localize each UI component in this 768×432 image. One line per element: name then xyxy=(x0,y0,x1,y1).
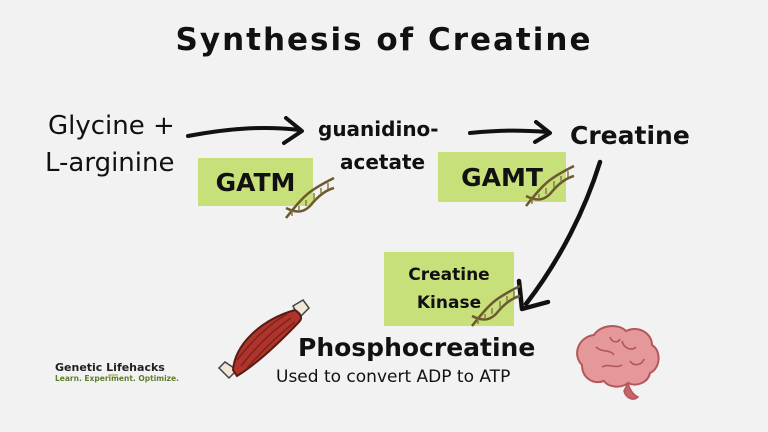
dna-icon xyxy=(524,164,576,208)
final-product-description: Used to convert ADP to ATP xyxy=(276,367,511,387)
dna-icon xyxy=(284,176,336,220)
product-creatine: Creatine xyxy=(570,121,690,150)
enzyme-gatm-label: GATM xyxy=(215,167,296,197)
brand-tagline: Learn. Experiment. Optimize. xyxy=(55,374,179,383)
enzyme-ck-line2: Kinase xyxy=(416,293,482,313)
arrow-creatine-kinase xyxy=(523,159,603,307)
substrate-l-arginine: L-arginine xyxy=(45,148,175,178)
arrowhead-creatine-kinase xyxy=(516,278,551,312)
dna-icon xyxy=(470,284,522,328)
substrate-glycine: Glycine + xyxy=(48,111,175,141)
brand-logo: Genetic Lifehacks Learn. Experiment. Opt… xyxy=(55,361,179,383)
arrow-gamt xyxy=(468,128,550,135)
intermediate-acetate: acetate xyxy=(340,150,426,174)
enzyme-gatm: GATM xyxy=(198,158,313,206)
final-product-phosphocreatine: Phosphocreatine xyxy=(298,333,536,362)
arrowhead-gatm xyxy=(282,116,304,145)
arrowhead-gamt xyxy=(533,120,552,144)
arrow-gatm xyxy=(186,126,302,138)
enzyme-ck-line1: Creatine xyxy=(408,265,490,285)
enzyme-gamt: GAMT xyxy=(438,152,566,202)
diagram-title: Synthesis of Creatine xyxy=(175,22,593,58)
brand-name: Genetic Lifehacks xyxy=(55,361,165,374)
enzyme-gamt-label: GAMT xyxy=(461,162,543,192)
muscle-icon xyxy=(217,299,310,380)
intermediate-guanidino: guanidino- xyxy=(318,117,439,141)
brain-icon xyxy=(576,325,660,400)
